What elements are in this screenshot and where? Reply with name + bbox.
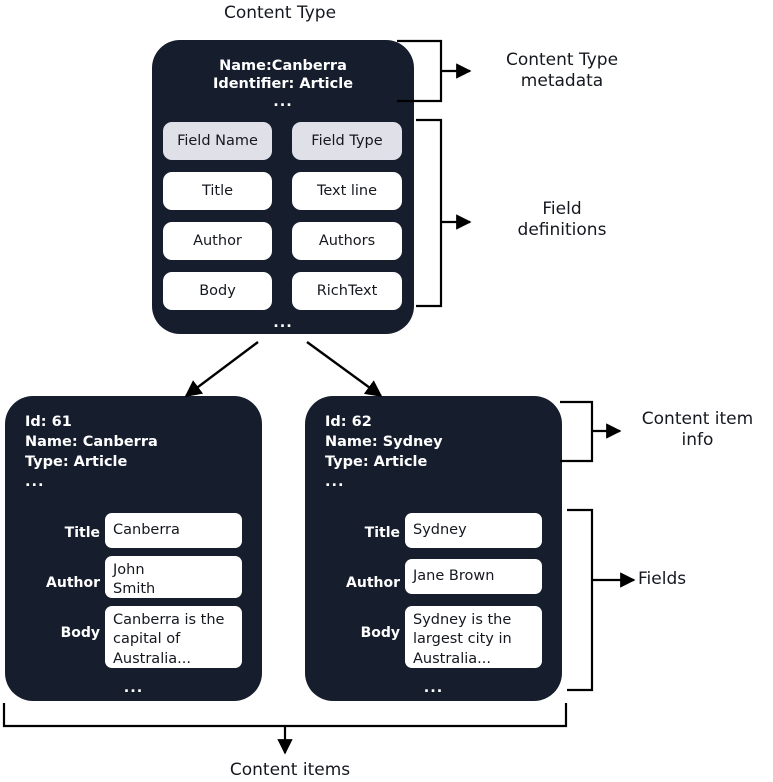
column-header-field-name: Field Name [163,122,272,160]
bracket-content-item-info [560,400,594,463]
content-item-card-62: Id: 62 Name: Sydney Type: Article ... Ti… [305,396,562,701]
content-item-type-62: Type: Article [325,454,428,470]
column-header-field-type: Field Type [292,122,402,160]
field-name-author: Author [163,222,272,260]
field-type-author: Authors [292,222,402,260]
content-item-name-61: Name: Canberra [25,434,158,450]
item-field-label-body-61: Body [60,625,100,641]
item-field-label-title-62: Title [364,525,400,541]
content-type-identifier: Identifier: Article [212,76,354,92]
item-field-label-author-61: Author [46,575,100,591]
content-type-metadata-ellipsis: ... [273,94,293,110]
arrow-to-content-item-61 [184,341,259,398]
item-field-value-body-61: Canberra is the capital of Australia... [105,606,242,668]
item-field-value-author-61: John Smith [105,556,242,598]
diagram-title-top: Content Type [223,3,337,23]
content-item-fields-ellipsis-62: ... [423,680,444,696]
field-type-title: Text line [292,172,402,210]
annotation-field-definitions: Field definitions [517,199,607,241]
item-field-value-title-62: Sydney [405,513,542,548]
field-type-body: RichText [292,272,402,310]
bracket-field-definitions [416,118,443,308]
field-name-title: Title [163,172,272,210]
bracket-content-type-metadata [397,39,443,103]
content-item-fields-ellipsis-61: ... [123,680,144,696]
annotation-fields: Fields [638,569,687,589]
field-name-body: Body [163,272,272,310]
content-item-info-ellipsis-61: ... [25,474,45,490]
content-item-name-62: Name: Sydney [325,434,443,450]
item-field-label-title-61: Title [64,525,100,541]
bracket-fields [567,508,594,692]
content-item-card-61: Id: 61 Name: Canberra Type: Article ... … [5,396,262,701]
item-field-label-body-62: Body [360,625,400,641]
content-item-type-61: Type: Article [25,454,128,470]
content-type-name: Name:Canberra [219,58,347,74]
annotation-content-type-metadata: Content Type metadata [505,50,619,92]
item-field-label-author-62: Author [346,575,400,591]
content-item-id-61: Id: 61 [25,414,72,430]
bracket-content-items [2,703,568,728]
item-field-value-author-62: Jane Brown [405,559,542,594]
annotation-content-item-info: Content item info [641,409,754,451]
diagram-title-bottom: Content items [229,760,351,780]
content-item-info-ellipsis-62: ... [325,474,345,490]
item-field-value-title-61: Canberra [105,513,242,548]
content-item-id-62: Id: 62 [325,414,372,430]
arrow-to-content-item-62 [306,341,383,397]
content-type-fields-ellipsis: ... [273,315,293,331]
content-type-card: Name:Canberra Identifier: Article ... Fi… [152,40,414,334]
item-field-value-body-62: Sydney is the largest city in Australia.… [405,606,542,668]
